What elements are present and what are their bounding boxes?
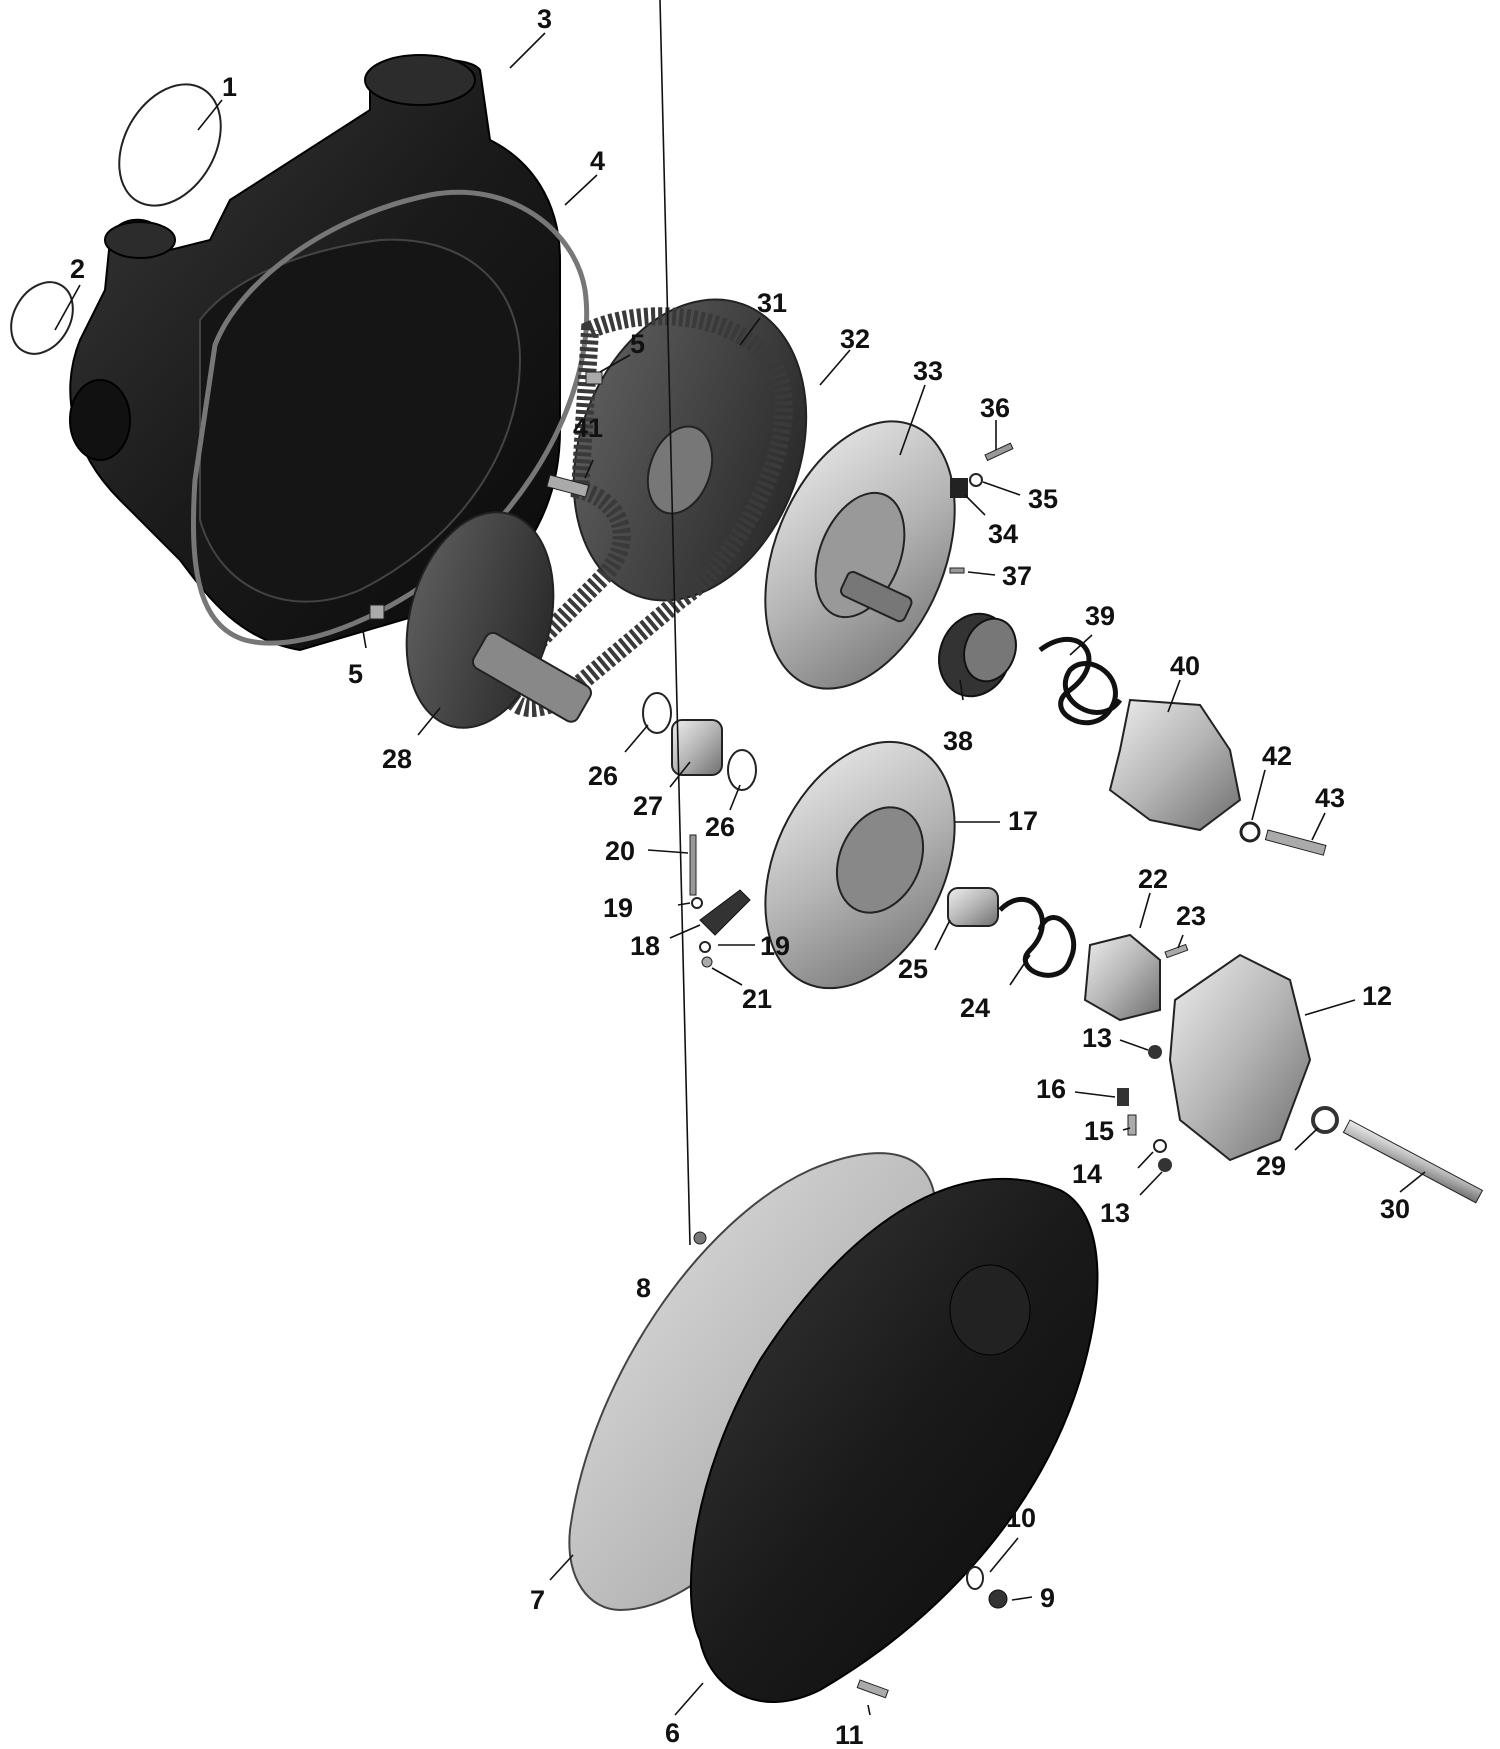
- spring-39: [1038, 636, 1123, 726]
- callout-20: 20: [605, 836, 635, 866]
- nut-21: [701, 956, 713, 968]
- callout-31: 31: [757, 288, 787, 318]
- nut-13-bottom: [1158, 1158, 1172, 1172]
- spring-24: [998, 896, 1077, 978]
- callout-39: 39: [1085, 601, 1115, 631]
- callout-5-top: 5: [630, 329, 645, 359]
- callout-16: 16: [1036, 1074, 1066, 1104]
- callout-30: 30: [1380, 1194, 1410, 1224]
- callout-26-left: 26: [588, 761, 618, 791]
- driven-disc-28: [405, 511, 592, 729]
- spring-15: [1127, 1114, 1137, 1136]
- bushing-34: [950, 478, 968, 498]
- callout-34: 34: [988, 519, 1018, 549]
- o-ring-26-left: [642, 692, 672, 734]
- gasket-4: [190, 189, 590, 646]
- callout-29: 29: [1256, 1151, 1286, 1181]
- callout-40: 40: [1170, 651, 1200, 681]
- callout-38: 38: [943, 726, 973, 756]
- callout-19-top: 19: [603, 893, 633, 923]
- spider-40: [1108, 698, 1242, 832]
- o-ring-2: [10, 281, 74, 355]
- plug-16: [1117, 1088, 1129, 1106]
- callout-10: 10: [1006, 1503, 1036, 1533]
- bolt-43: [1264, 829, 1327, 856]
- o-ring-14: [1153, 1139, 1167, 1153]
- weight-arm-18: [699, 889, 751, 936]
- callout-12: 12: [1362, 981, 1392, 1011]
- callout-22: 22: [1138, 864, 1168, 894]
- washer-19-top: [691, 897, 703, 909]
- screw-5-bottom: [369, 604, 385, 620]
- callout-17: 17: [1008, 806, 1038, 836]
- callout-32: 32: [840, 324, 870, 354]
- washer-19-bottom: [699, 941, 711, 953]
- screw-5-top: [585, 371, 603, 385]
- callout-13-bottom: 13: [1100, 1198, 1130, 1228]
- screw-41: [546, 474, 590, 498]
- callout-42: 42: [1262, 741, 1292, 771]
- callout-21: 21: [742, 984, 772, 1014]
- pin-20: [689, 834, 697, 896]
- sleeve-27: [671, 719, 723, 776]
- callout-6: 6: [665, 1718, 680, 1748]
- nut-9: [988, 1589, 1008, 1609]
- bushing-25: [947, 887, 999, 927]
- callout-35: 35: [1028, 484, 1058, 514]
- hub-22: [1083, 933, 1161, 1022]
- callout-7: 7: [530, 1585, 545, 1615]
- drive-pulley-17: [764, 740, 956, 990]
- fixed-sheave-12: [1168, 953, 1312, 1162]
- o-ring-26-right: [727, 749, 757, 791]
- callout-5-bottom: 5: [348, 659, 363, 689]
- screw-36: [984, 442, 1014, 462]
- washer-35: [969, 473, 983, 487]
- callout-14: 14: [1072, 1159, 1102, 1189]
- drive-belt-32: [498, 307, 793, 718]
- callout-13-top: 13: [1082, 1023, 1112, 1053]
- callout-26-right: 26: [705, 812, 735, 842]
- callout-28: 28: [382, 744, 412, 774]
- o-ring-1: [118, 83, 222, 207]
- callout-3: 3: [537, 4, 552, 34]
- callout-11: 11: [835, 1720, 864, 1749]
- callout-37: 37: [1002, 561, 1032, 591]
- fan-sheave-33: [764, 420, 956, 690]
- callout-15: 15: [1084, 1116, 1114, 1146]
- callout-43: 43: [1315, 783, 1345, 813]
- callout-1: 1: [222, 72, 237, 102]
- screw-8: [693, 1231, 707, 1245]
- callout-23: 23: [1176, 901, 1206, 931]
- callout-2: 2: [70, 254, 85, 284]
- cam-38: [938, 612, 1017, 698]
- screw-11: [856, 1679, 889, 1699]
- callouts: 1 2 3 4 5 5 6 7 8 9 10 11 12 13 13 14 15…: [54, 0, 1426, 1749]
- callout-18: 18: [630, 931, 660, 961]
- callout-36: 36: [980, 393, 1010, 423]
- o-ring-10: [966, 1566, 984, 1590]
- bolt-30: [1342, 1119, 1484, 1204]
- callout-24: 24: [960, 993, 990, 1023]
- screw-23: [1164, 943, 1189, 959]
- callout-25: 25: [898, 954, 928, 984]
- callout-33: 33: [913, 356, 943, 386]
- nut-13-top: [1148, 1045, 1162, 1059]
- callout-8: 8: [636, 1273, 651, 1303]
- callout-9: 9: [1040, 1583, 1055, 1613]
- washer-42: [1239, 821, 1261, 843]
- callout-19-bottom: 19: [760, 931, 790, 961]
- callout-4: 4: [590, 146, 605, 176]
- callout-27: 27: [633, 791, 663, 821]
- cover-duct: [949, 1264, 1031, 1356]
- pin-37: [949, 567, 965, 574]
- callout-41: 41: [573, 413, 603, 443]
- washer-29: [1311, 1106, 1339, 1134]
